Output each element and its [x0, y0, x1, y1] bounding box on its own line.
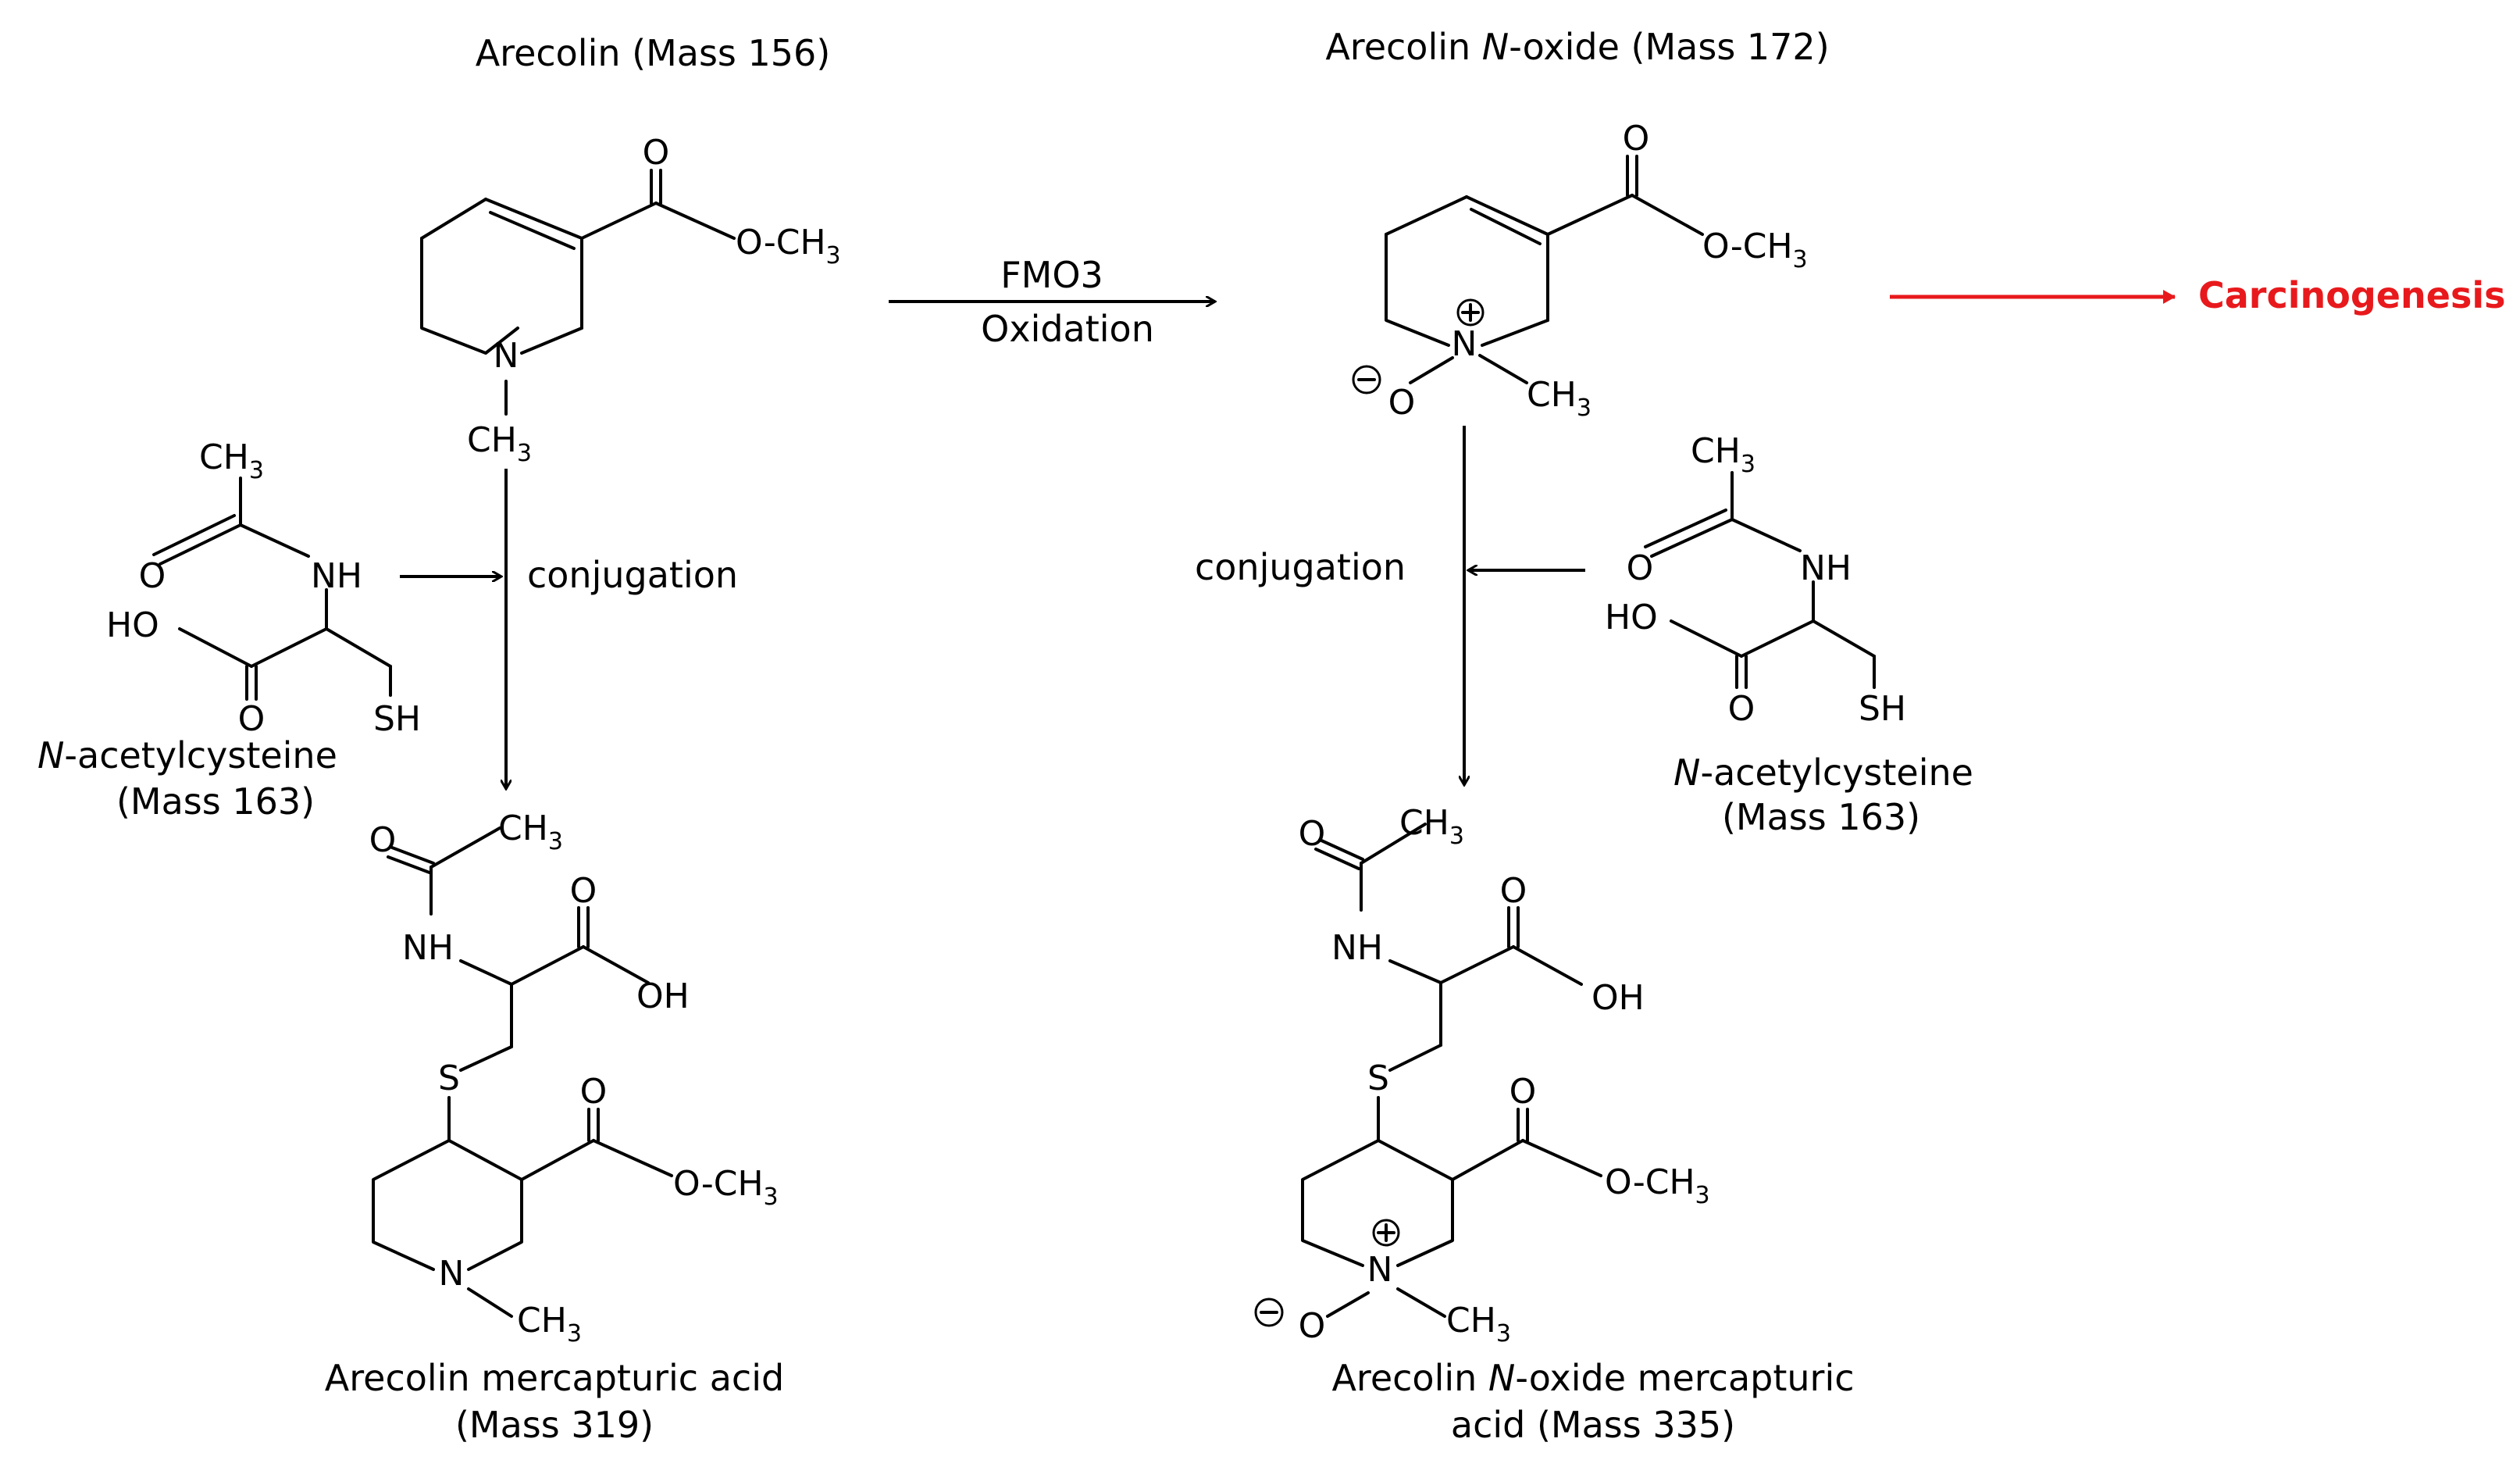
carcinogenesis-label: Carcinogenesis: [2198, 274, 2505, 316]
atom-n-ch3: CH3: [517, 1301, 582, 1348]
atom-oh: OH: [1591, 978, 1645, 1018]
atom-o-ch3: O-CH3: [673, 1164, 779, 1211]
mercap-right-line2: acid (Mass 335): [1451, 1404, 1735, 1446]
arecolin-n-oxide-title: Arecolin N-oxide (Mass 172): [1325, 26, 1829, 68]
atom-o-ester: O: [580, 1072, 608, 1112]
reaction-label: Oxidation: [981, 308, 1154, 350]
conjugation-right-label: conjugation: [1195, 546, 1406, 588]
atom-o-acid: O: [1500, 871, 1527, 911]
atom-n-ch3: CH3: [467, 420, 532, 467]
atom-nh: NH: [402, 928, 454, 968]
atom-o-acetyl: O: [369, 820, 397, 860]
mercap-left-line1: Arecolin mercapturic acid: [325, 1357, 784, 1399]
atom-o-acetyl: O: [1299, 814, 1326, 854]
nac-right-structure: CH3 O NH HO O SH: [1605, 431, 1906, 729]
atom-s: S: [1367, 1058, 1389, 1098]
atom-n-plus: N: [1367, 1250, 1393, 1290]
mercap-right-line1: Arecolin N-oxide mercapturic: [1331, 1357, 1854, 1399]
atom-o-ch3: O-CH3: [1605, 1162, 1710, 1209]
atom-o-ch3: O-CH3: [736, 223, 841, 270]
atom-ch3-acetyl: CH3: [1399, 803, 1464, 850]
atom-nh: NH: [1800, 548, 1852, 588]
atom-s: S: [438, 1058, 460, 1098]
atom-o: O: [1623, 119, 1650, 159]
atom-ho: HO: [106, 605, 159, 645]
title-italic-n: N: [1482, 26, 1509, 68]
atom-n-plus: N: [1452, 324, 1477, 364]
atom-n: N: [494, 336, 519, 376]
atom-o2: O: [1728, 689, 1755, 729]
atom-ch3: CH3: [199, 437, 264, 484]
atom-o: O: [139, 556, 166, 596]
nac-left-mass: (Mass 163): [116, 780, 315, 823]
atom-o-acid: O: [570, 871, 597, 911]
atom-sh: SH: [1859, 689, 1906, 729]
atom-n: N: [439, 1254, 465, 1294]
atom-ch3-acetyl: CH3: [498, 809, 563, 855]
atom-ho: HO: [1605, 598, 1658, 637]
atom-nh: NH: [1331, 928, 1383, 968]
nac-left-name: N-acetylcysteine: [37, 734, 337, 776]
atom-sh: SH: [373, 699, 421, 739]
arecolin-n-oxide-structure: N O O-CH3 CH3 O: [1352, 119, 1808, 423]
arecolin-mercapturic-acid-structure: O CH3 NH O OH S O O-CH3 N CH3: [369, 809, 779, 1348]
atom-o-ester: O: [1510, 1072, 1537, 1112]
arecolin-structure: N O O-CH3 CH3: [420, 133, 841, 467]
title-pre: Arecolin: [1325, 26, 1481, 68]
atom-n-ch3: CH3: [1527, 375, 1591, 422]
enzyme-label: FMO3: [1000, 254, 1103, 296]
atom-o: O: [643, 133, 670, 173]
nac-right-name: N-acetylcysteine: [1673, 751, 1973, 794]
arecolin-title: Arecolin (Mass 156): [476, 32, 831, 74]
conjugation-left-label: conjugation: [527, 554, 738, 596]
title-post: -oxide (Mass 172): [1509, 26, 1829, 68]
atom-ch3: CH3: [1691, 431, 1755, 478]
atom-o-minus: O: [1388, 383, 1416, 423]
atom-o-ch3: O-CH3: [1702, 227, 1808, 273]
nac-left-structure: CH3 O NH HO O SH: [106, 437, 421, 739]
atom-o-minus: O: [1299, 1306, 1326, 1346]
atom-nh: NH: [311, 556, 362, 596]
atom-oh: OH: [636, 976, 690, 1016]
atom-o: O: [1627, 548, 1654, 588]
atom-o2: O: [238, 699, 266, 739]
nac-right-mass: (Mass 163): [1722, 796, 1920, 838]
arecolin-n-oxide-mercapturic-acid-structure: O CH3 NH O OH S O O-CH3 N O CH3: [1254, 803, 1710, 1348]
atom-n-ch3: CH3: [1446, 1301, 1511, 1348]
mercap-left-line2: (Mass 319): [455, 1404, 654, 1446]
